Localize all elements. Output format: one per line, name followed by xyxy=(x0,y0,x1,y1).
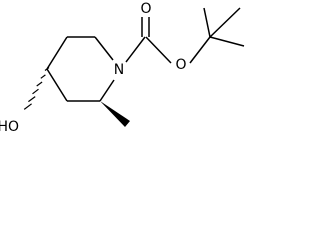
atom-label-carbonyl-oxygen: O xyxy=(140,1,151,17)
bond-c2-n xyxy=(99,79,115,102)
wedge-bond-methyl xyxy=(100,101,130,127)
atom-label-ester-oxygen: O xyxy=(175,57,186,73)
molecule-structure: N O O HO xyxy=(0,1,245,135)
bond-c5-c4 xyxy=(46,36,68,70)
bond-n-c6 xyxy=(94,36,114,61)
bond-cq-me2 xyxy=(209,7,241,38)
atom-label-hydroxyl: HO xyxy=(0,119,19,135)
bond-n-carbonyl xyxy=(125,36,146,63)
hashed-bond-hydroxyl xyxy=(23,67,50,110)
bond-c4-c3 xyxy=(46,68,68,102)
bond-cq-me3 xyxy=(209,36,245,47)
bond-carbonyl-oester xyxy=(145,36,172,64)
atom-label-nitrogen: N xyxy=(114,62,124,78)
bond-cq-me1 xyxy=(203,7,211,38)
bond-oester-cq xyxy=(189,36,211,64)
